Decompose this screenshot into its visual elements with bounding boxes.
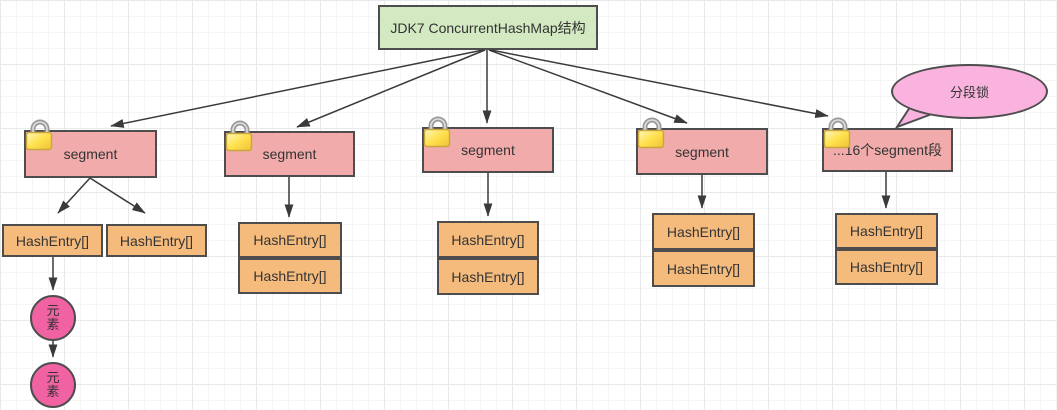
lock-icon <box>423 116 451 148</box>
hashentry-label: HashEntry[] <box>849 259 924 275</box>
lock-icon <box>225 120 253 152</box>
hashentry-node: HashEntry[] <box>238 222 342 258</box>
segment-label: segment <box>262 146 317 162</box>
element-node-2: 元素 <box>30 362 76 408</box>
hashentry-label: HashEntry[] <box>451 268 525 285</box>
hashentry-label: HashEntry[] <box>253 232 327 248</box>
callout-node: 分段锁 <box>891 64 1048 119</box>
segment-node-2: segment <box>224 120 355 177</box>
element-label: 元素 <box>46 302 60 332</box>
title-label: JDK7 ConcurrentHashMap结构 <box>390 19 586 36</box>
title-node: JDK7 ConcurrentHashMap结构 <box>378 5 598 50</box>
hashentry-label: HashEntry[] <box>253 268 327 284</box>
hashentry-label: HashEntry[] <box>849 223 924 239</box>
hashentry-label: HashEntry[] <box>15 232 90 249</box>
hashentry-node: HashEntry[] <box>437 258 539 295</box>
hashentry-node: HashEntry[] <box>2 224 103 257</box>
connector-title-segment2 <box>296 49 486 128</box>
segment-label: segment <box>63 146 118 162</box>
segment-node-1: segment <box>24 119 157 178</box>
hashentry-node: HashEntry[] <box>437 221 539 258</box>
lock-icon <box>637 117 665 149</box>
hashentry-node: HashEntry[] <box>238 258 342 294</box>
segment-node-3: segment <box>422 116 554 173</box>
hashentry-label: HashEntry[] <box>451 231 525 248</box>
hashentry-node: HashEntry[] <box>835 213 938 249</box>
segment-label: segment <box>675 143 729 160</box>
hashentry-node: HashEntry[] <box>106 224 207 257</box>
hashentry-label: HashEntry[] <box>119 232 194 249</box>
hashentry-node: HashEntry[] <box>652 213 755 250</box>
segment-node-4: segment <box>636 117 768 175</box>
element-label: 元素 <box>46 369 60 399</box>
lock-icon <box>25 119 53 151</box>
segment-label: ...16个segment段 <box>833 142 942 158</box>
callout-label: 分段锁 <box>949 85 989 100</box>
hashentry-node: HashEntry[] <box>652 250 755 287</box>
hashentry-label: HashEntry[] <box>666 260 741 277</box>
connector-title-segment1 <box>110 49 484 128</box>
segment-node-5: ...16个segment段 <box>822 117 953 172</box>
connector-segment1-entry2 <box>89 177 146 214</box>
element-node-1: 元素 <box>30 295 76 341</box>
hashentry-label: HashEntry[] <box>666 223 741 240</box>
connector-title-segment5 <box>490 49 829 118</box>
segment-label: segment <box>461 142 515 158</box>
connector-segment1-entry1 <box>57 177 91 214</box>
connector-title-segment4 <box>488 49 688 124</box>
hashentry-node: HashEntry[] <box>835 249 938 285</box>
